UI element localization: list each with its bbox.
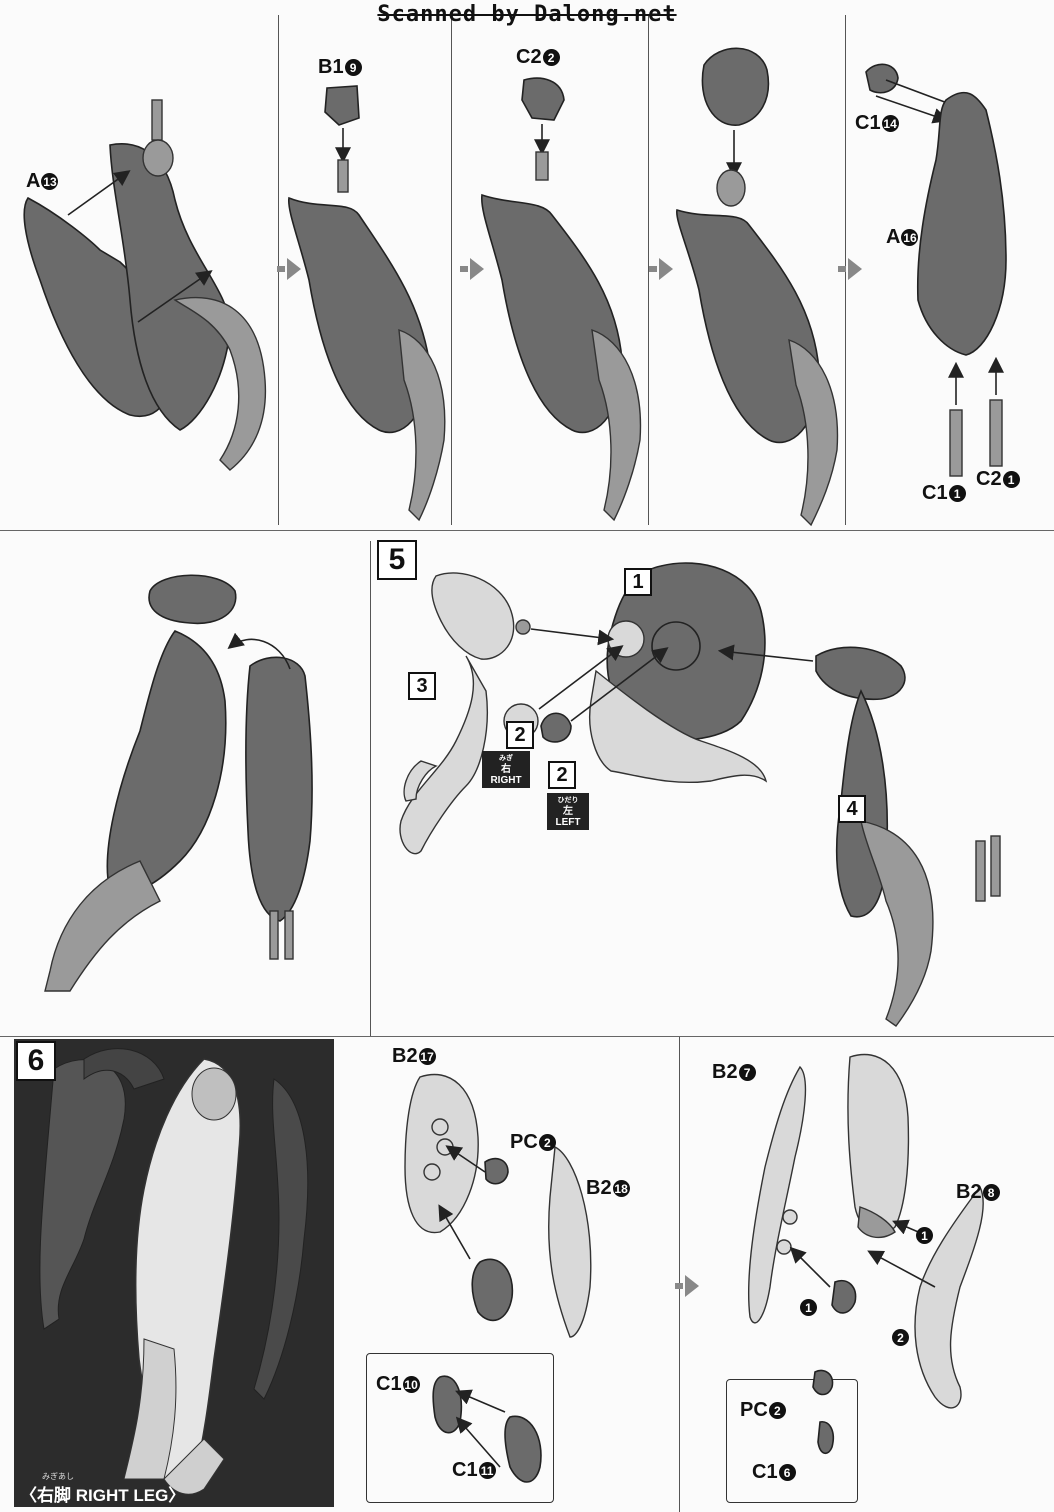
right-side-tag: みぎ 右 RIGHT	[482, 751, 530, 788]
ref-box-3: 3	[408, 672, 436, 700]
ref-box-4: 4	[838, 795, 866, 823]
step-number-5: 5	[377, 540, 417, 580]
next-step-arrow	[675, 1275, 699, 1297]
detail-callout-box	[366, 1353, 554, 1503]
joint-cap-illustration	[481, 77, 642, 522]
left-side-tag: ひだり 左 LEFT	[547, 793, 589, 830]
order-marker-1: 1	[916, 1227, 933, 1244]
right-leg-caption: みぎあし 〈右脚 RIGHT LEG〉	[20, 1472, 186, 1505]
detail-callout-box	[726, 1379, 858, 1503]
ref-box-2-left: 2	[548, 761, 576, 789]
row2-steps: 5 1 3 2 2 4 みぎ 右 RIGHT ひだり 左 LEFT	[0, 531, 1054, 1037]
step-number-6: 6	[16, 1041, 56, 1081]
ref-box-2-right: 2	[506, 721, 534, 749]
body-assembly-illustration	[399, 562, 1001, 1027]
next-step-arrow	[838, 258, 862, 280]
watermark: Scanned by Dalong.net	[377, 2, 677, 27]
leg-subassembly-illustration	[44, 574, 313, 992]
right-leg-photo-illustration	[39, 1048, 309, 1495]
order-marker-1-b: 1	[800, 1299, 817, 1316]
order-marker-2: 2	[892, 1329, 909, 1346]
next-step-arrow	[460, 258, 484, 280]
shin-armor-illustration	[748, 1053, 984, 1455]
next-step-arrow	[277, 258, 301, 280]
leg-assembly-illustration	[23, 99, 267, 471]
leg-armor-illustration	[676, 47, 839, 527]
next-step-arrow	[649, 258, 673, 280]
ref-box-1: 1	[624, 568, 652, 596]
foot-joint-illustration	[288, 85, 446, 522]
lower-leg-parts-illustration	[865, 63, 1007, 477]
right-leg-preview-panel: 6 みぎあし 〈右脚 RIGHT LEG〉	[14, 1039, 334, 1507]
thigh-armor-illustration	[404, 1073, 592, 1483]
